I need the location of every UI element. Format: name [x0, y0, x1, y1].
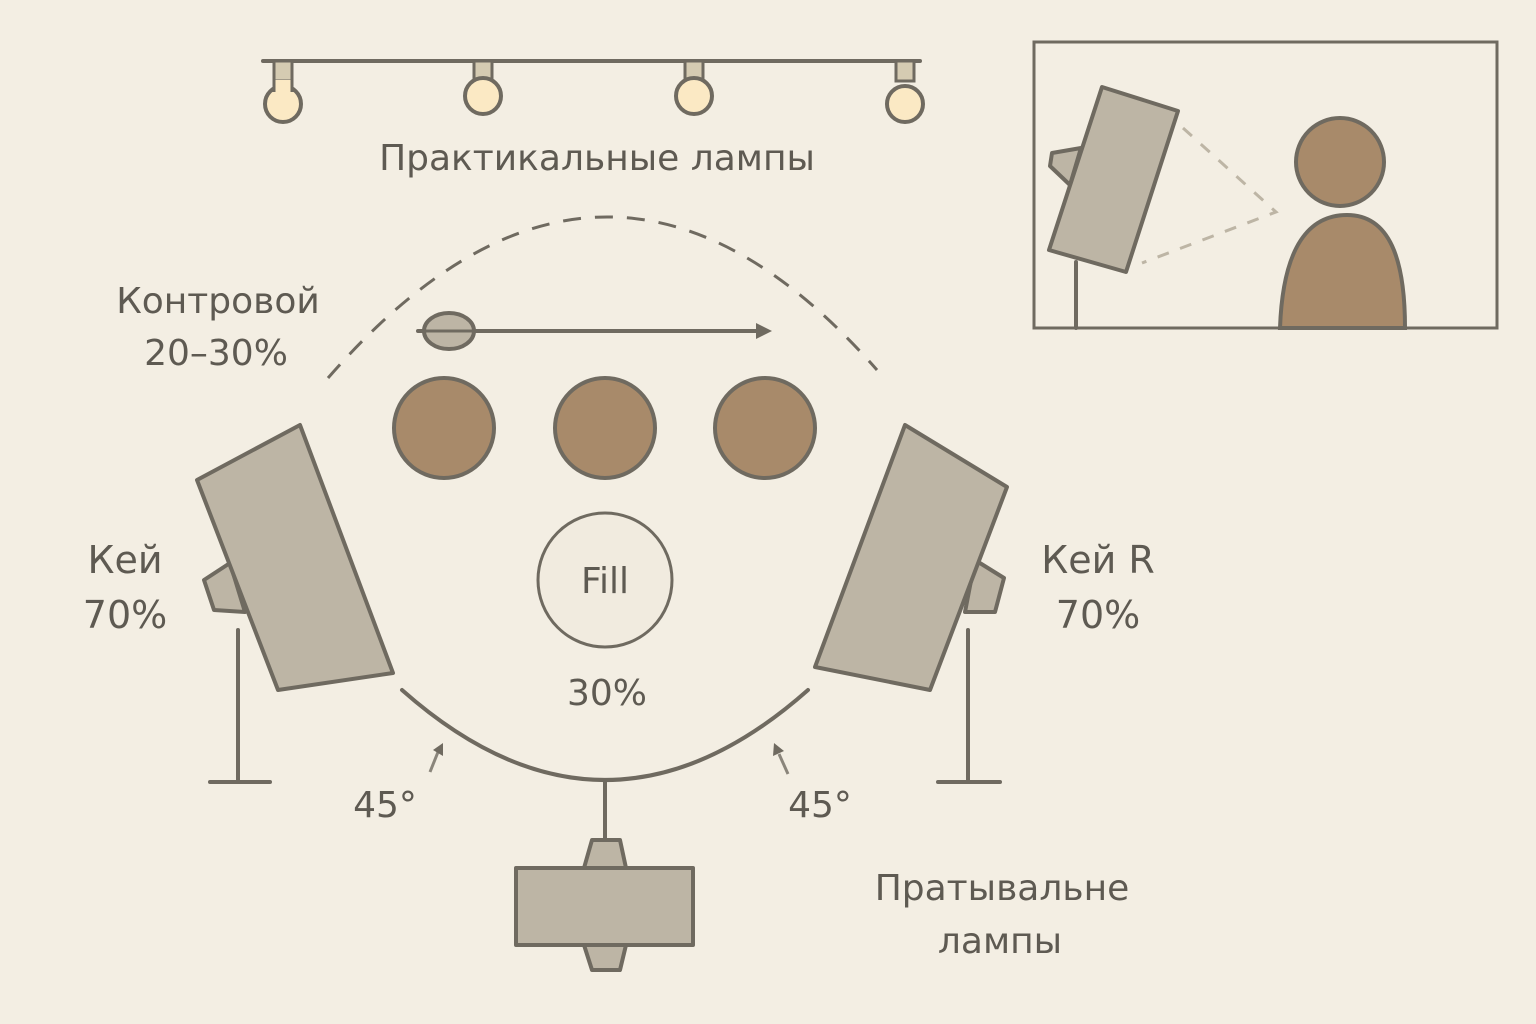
fill-value: 30%: [567, 673, 647, 714]
inset-side-view: [1032, 40, 1499, 330]
bulb-icon: [674, 59, 714, 116]
angle-left-label: 45°: [353, 785, 417, 826]
bottom-label-line1: Пратывальне: [875, 868, 1130, 909]
angle-arc: [400, 688, 810, 782]
practical-lamps: Практикальные лампы: [261, 59, 925, 179]
backlight-label: Контровой: [116, 281, 320, 322]
subject-icon: [553, 376, 657, 480]
backlight-arrow: [416, 311, 772, 351]
subject-icon: [713, 376, 817, 480]
arrow-up-icon: [428, 743, 443, 773]
bulb-icon: [463, 59, 503, 116]
bulb-icon: [885, 59, 925, 124]
bulb-icon: [263, 59, 303, 124]
fill-light-icon: [536, 511, 674, 649]
practicals-label: Практикальные лампы: [379, 138, 815, 179]
key-left-label: Кей: [87, 538, 162, 582]
backlight-value: 20–30%: [144, 333, 288, 374]
key-light-left-icon: [195, 423, 395, 784]
person-head-icon: [1294, 116, 1386, 208]
backlight-arc: [326, 215, 879, 379]
arrow-up-icon: [773, 743, 790, 775]
key-right-label: Кей R: [1041, 538, 1155, 582]
subject-icon: [392, 376, 496, 480]
angle-right-label: 45°: [788, 785, 852, 826]
key-left-value: 70%: [83, 593, 167, 637]
fill-label: Fill: [581, 561, 629, 602]
bottom-light-icon: [514, 780, 695, 972]
person-body-icon: [1277, 212, 1408, 330]
key-right-value: 70%: [1056, 593, 1140, 637]
key-light-right-icon: [813, 423, 1009, 784]
bottom-label-line2: лампы: [938, 921, 1062, 962]
